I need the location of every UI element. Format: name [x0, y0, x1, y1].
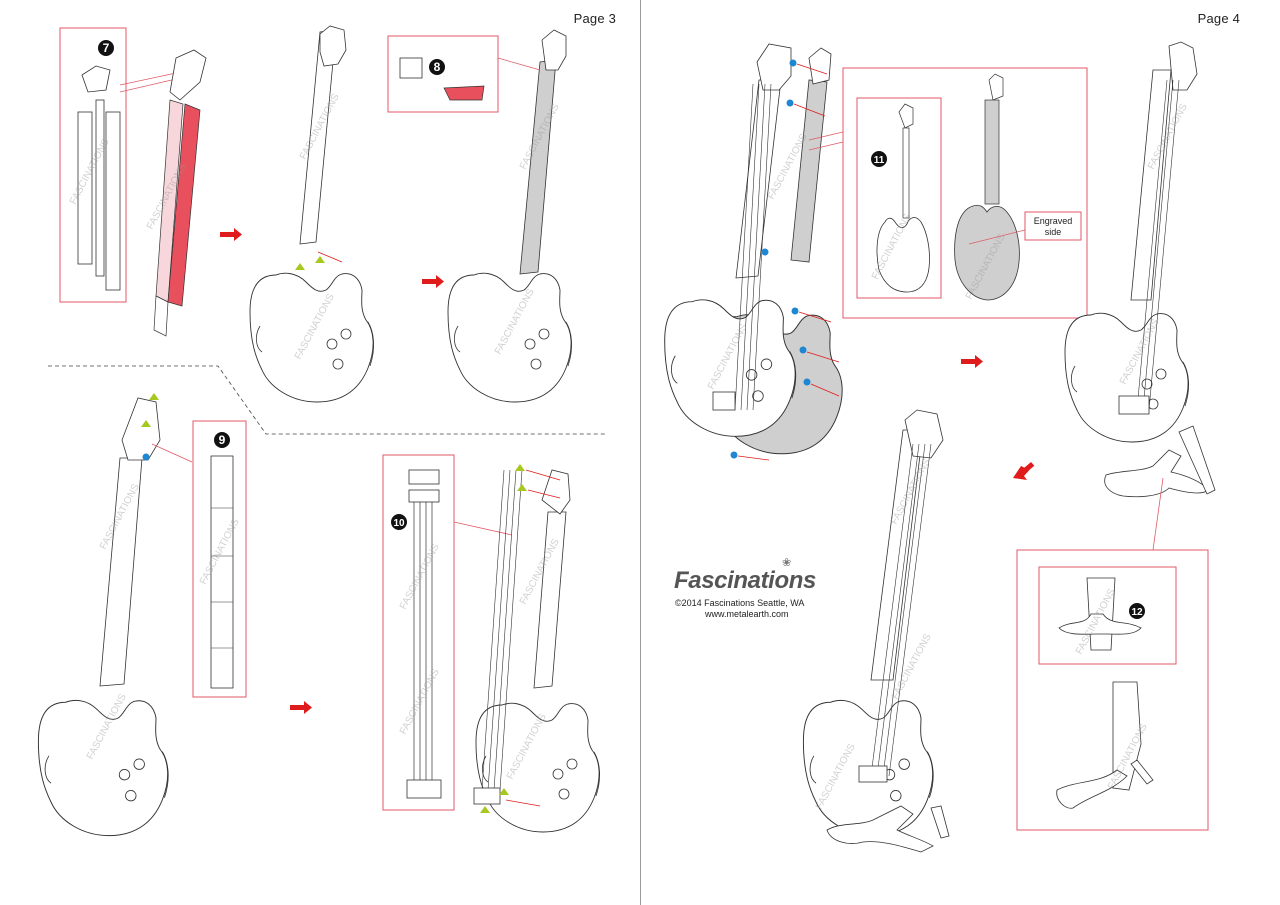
down-left-arrow-icon	[1013, 461, 1035, 480]
step-8-badge	[429, 59, 445, 75]
step-8-number: 8	[434, 60, 441, 74]
step-9-number: 9	[219, 433, 226, 447]
page-3-illustrations: 7 8	[37, 25, 606, 837]
fleur-icon: ❀	[782, 557, 792, 569]
right-arrow-icon	[290, 701, 312, 714]
step-7-number: 7	[103, 41, 110, 55]
right-arrow-icon	[220, 228, 242, 241]
page-spine	[640, 0, 641, 905]
engraved-label-line1: Engraved	[1034, 216, 1073, 226]
page-4-illustrations: 11 Engraved side	[664, 41, 1216, 853]
page-number: Page 3	[573, 11, 616, 26]
brand-copyright: ©2014 Fascinations Seattle, WA	[675, 598, 805, 608]
step-10-number: 10	[393, 518, 405, 529]
instruction-page-4: Page 4	[641, 0, 1280, 905]
step-12-badge	[1129, 603, 1145, 619]
step-11-number: 11	[874, 155, 885, 166]
right-arrow-icon	[422, 275, 444, 288]
brand-url: www.metalearth.com	[705, 609, 789, 619]
instruction-page-3: Page 3 7	[37, 11, 616, 837]
step-10-badge	[391, 514, 407, 530]
step-7-badge	[98, 40, 114, 56]
brand-block: ❀ Fascinations ©2014 Fascinations Seattl…	[674, 557, 854, 620]
page-number: Page 4	[1197, 11, 1240, 26]
step-12-number: 12	[1131, 607, 1143, 618]
brand-logo: Fascinations	[674, 567, 816, 594]
engraved-label-line2: side	[1045, 227, 1062, 237]
step-9-badge	[214, 432, 230, 448]
step-11-badge	[871, 151, 887, 167]
right-arrow-icon	[961, 355, 983, 368]
